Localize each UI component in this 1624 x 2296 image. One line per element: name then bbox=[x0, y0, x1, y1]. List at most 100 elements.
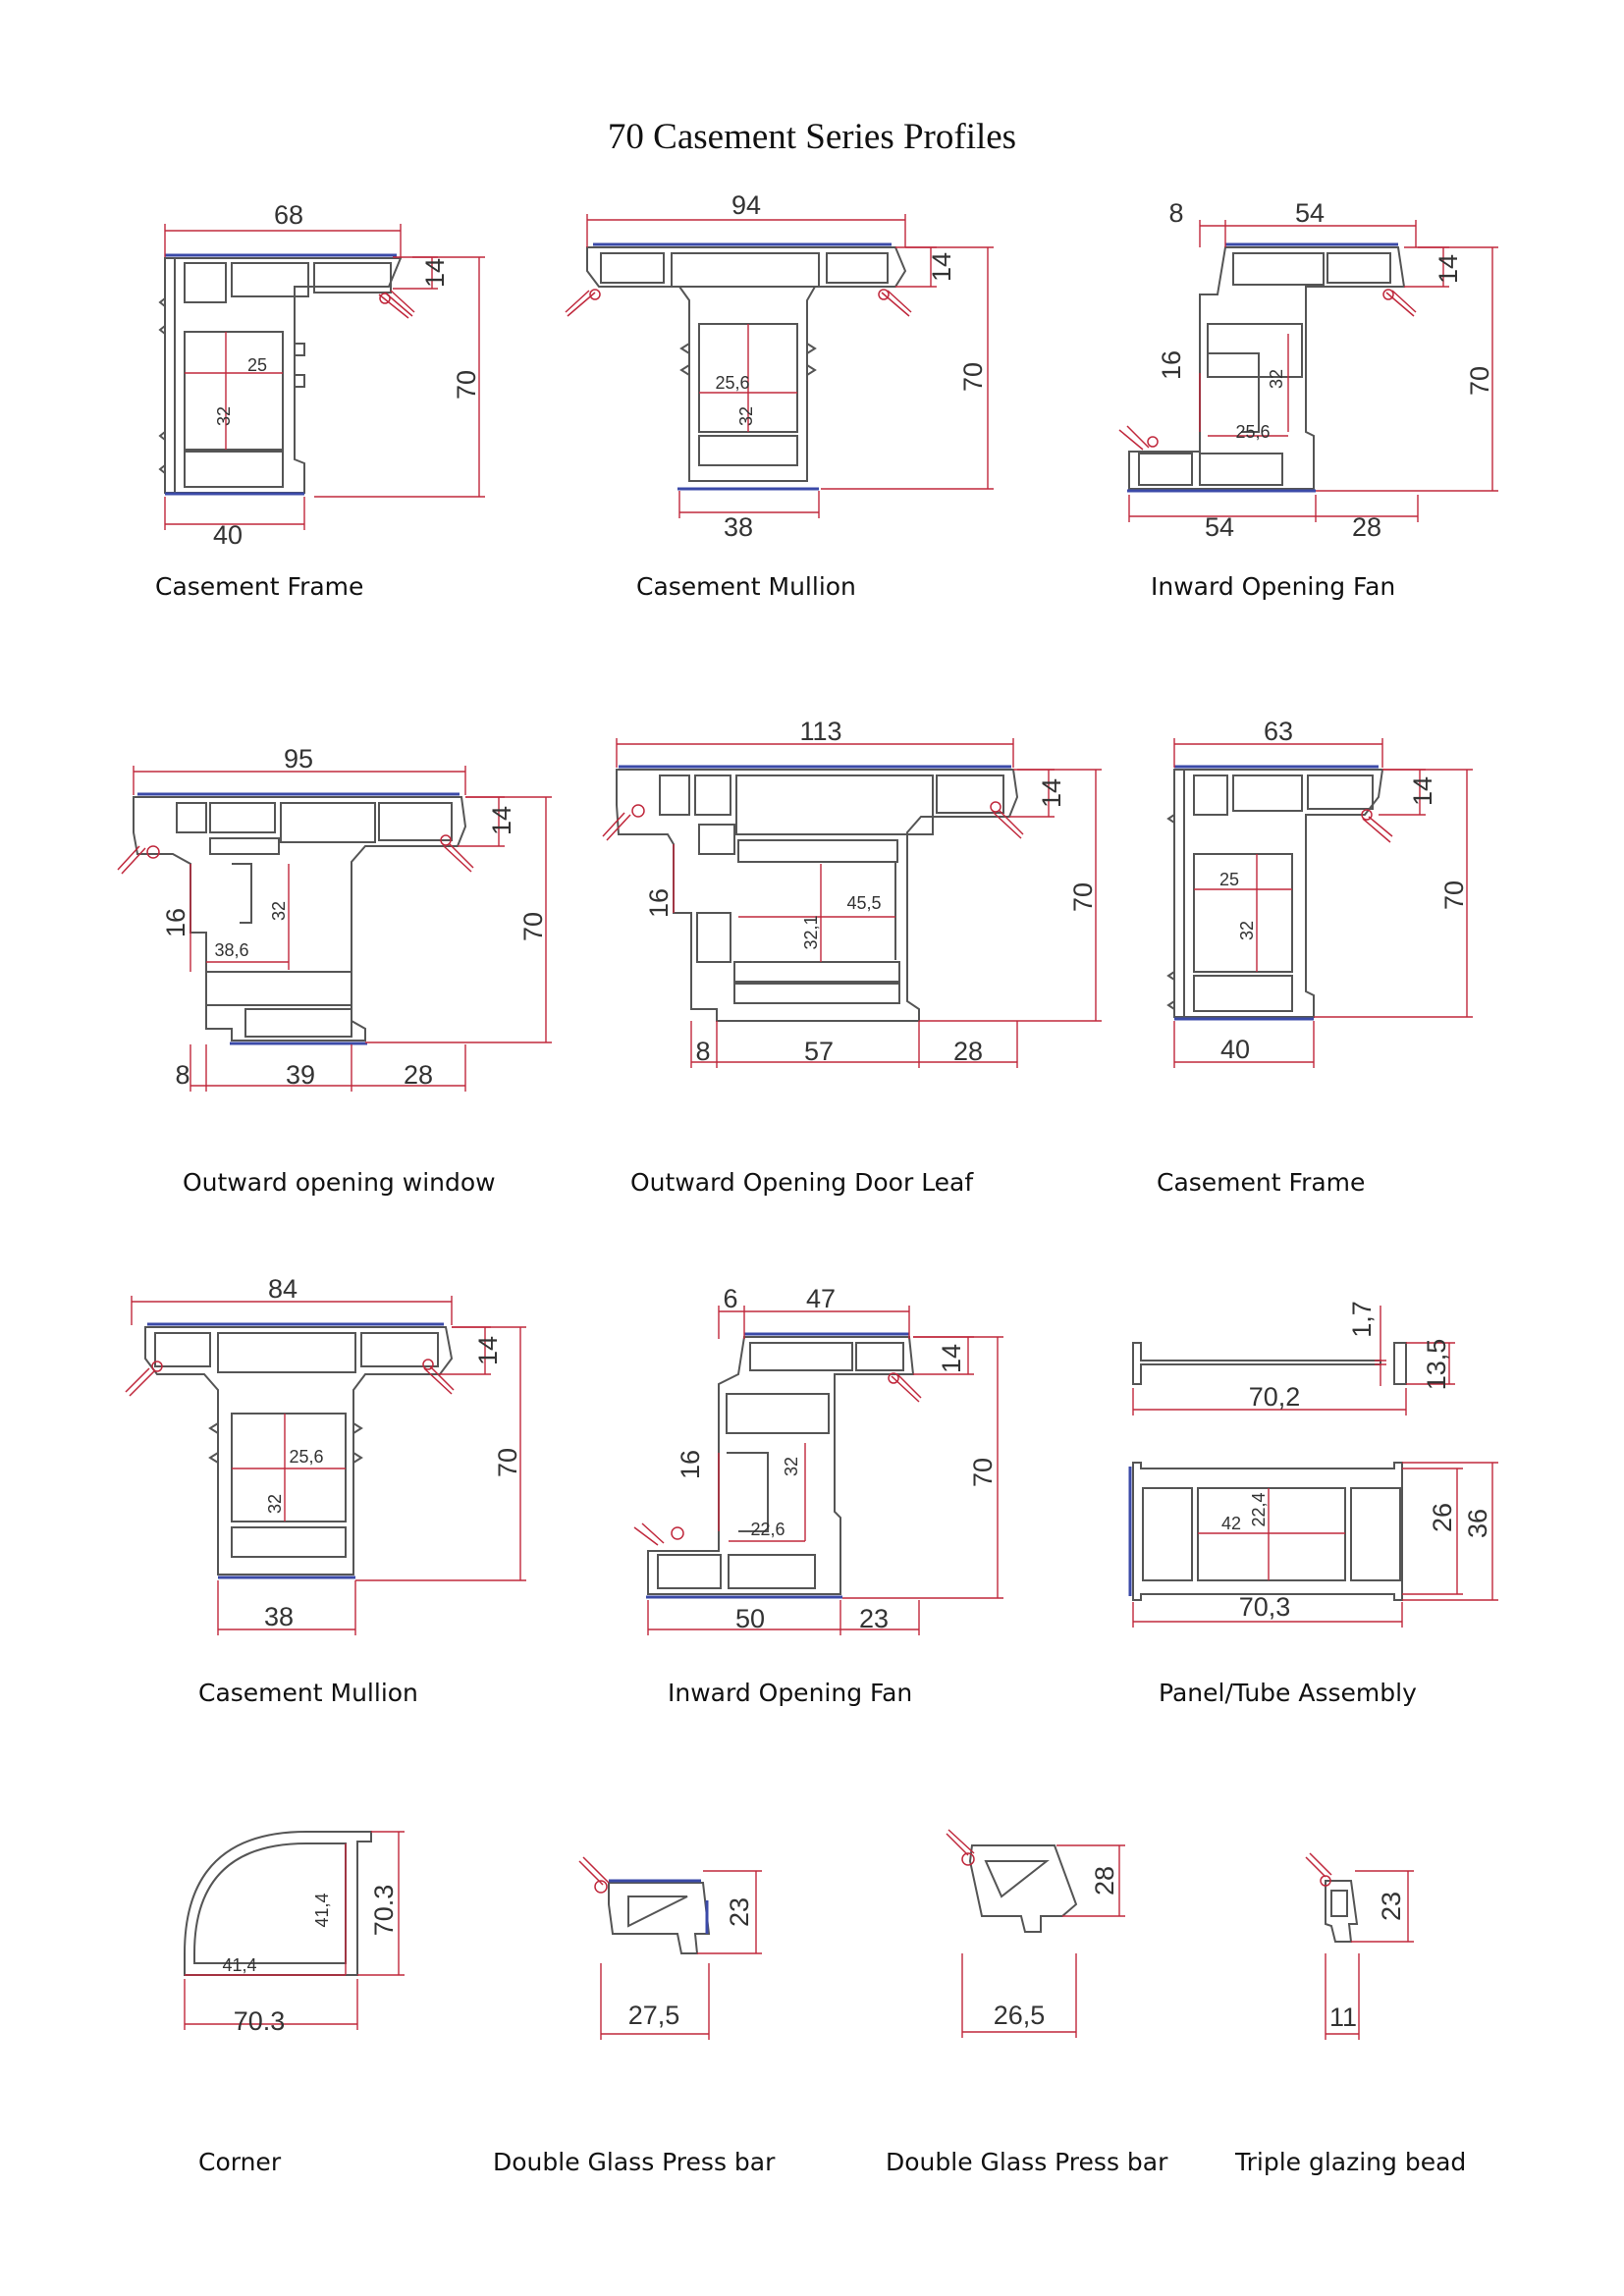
gasket-outward-opening-window bbox=[117, 834, 474, 875]
seal-press-bar-1 bbox=[609, 1879, 709, 1934]
gasket-casement-mullion-1 bbox=[565, 289, 912, 317]
dim-text: 14 bbox=[927, 252, 956, 282]
dim-text: 95 bbox=[284, 744, 313, 774]
dim-text: 40 bbox=[213, 520, 243, 550]
dim-text: 32 bbox=[265, 1494, 285, 1514]
dim-text: 54 bbox=[1295, 198, 1325, 228]
caption-double-glass-press-bar: Double Glass Press bar bbox=[886, 2148, 1168, 2176]
seal-casement-frame-2 bbox=[1174, 765, 1379, 1021]
dim-text: 32 bbox=[269, 901, 289, 921]
caption-double-glass-press-bar: Double Glass Press bar bbox=[493, 2148, 776, 2176]
dim-text: 36 bbox=[1463, 1509, 1492, 1538]
dim-text: 40 bbox=[1220, 1035, 1250, 1064]
dim-text: 84 bbox=[268, 1274, 298, 1304]
gasket-triple-glazing-bead bbox=[1305, 1852, 1332, 1887]
dim-text: 13,5 bbox=[1422, 1339, 1451, 1391]
dim-text: 94 bbox=[731, 190, 761, 220]
dim-text: 8 bbox=[695, 1037, 710, 1066]
dim-text: 41,4 bbox=[312, 1893, 332, 1927]
drawing-casement-mullion-2 bbox=[144, 1326, 454, 1575]
dim-text: 22,4 bbox=[1249, 1492, 1269, 1526]
dim-text: 14 bbox=[473, 1336, 503, 1365]
seal-casement-frame-1 bbox=[165, 253, 397, 496]
dim-text: 70 bbox=[493, 1448, 522, 1477]
dim-text: 16 bbox=[1157, 350, 1186, 380]
dim-text: 68 bbox=[274, 200, 303, 230]
dim-text: 14 bbox=[1408, 776, 1437, 806]
dim-text: 28 bbox=[404, 1060, 433, 1090]
gasket-casement-mullion-2 bbox=[125, 1359, 455, 1397]
dim-text: 70,3 bbox=[1239, 1592, 1291, 1622]
dim-text: 16 bbox=[161, 908, 190, 937]
dim-text: 26,5 bbox=[994, 2001, 1046, 2030]
dim-text: 32 bbox=[1237, 921, 1257, 940]
caption-triple-glazing-bead: Triple glazing bead bbox=[1235, 2148, 1467, 2176]
dim-text: 50 bbox=[735, 1604, 765, 1633]
dim-text: 16 bbox=[644, 888, 674, 918]
seal-casement-mullion-2 bbox=[147, 1322, 444, 1579]
gasket-inward-opening-fan-1 bbox=[1118, 289, 1417, 451]
drawing-casement-frame-1 bbox=[158, 257, 403, 494]
dim-text: 70 bbox=[958, 362, 988, 392]
dim-text: 27,5 bbox=[628, 2001, 680, 2030]
dim-text: 6 bbox=[723, 1284, 737, 1313]
dim-text: 32 bbox=[1267, 369, 1286, 389]
drawing-panel-strip bbox=[1132, 1342, 1407, 1385]
dim-text: 39 bbox=[286, 1060, 315, 1090]
dim-text: 38 bbox=[724, 512, 753, 542]
dim-text: 23 bbox=[859, 1604, 889, 1633]
drawing-press-bar-1 bbox=[608, 1882, 711, 1954]
dim-text: 70,2 bbox=[1249, 1382, 1301, 1412]
dim-text: 70 bbox=[452, 370, 481, 400]
dim-text: 25,6 bbox=[1235, 422, 1270, 442]
seal-inward-opening-fan-2 bbox=[646, 1332, 909, 1599]
dim-text: 14 bbox=[1434, 254, 1463, 284]
drawing-press-bar-2 bbox=[968, 1844, 1078, 1933]
dim-text: 16 bbox=[676, 1450, 705, 1479]
dim-text: 28 bbox=[1352, 512, 1381, 542]
gasket-press-bar-2 bbox=[946, 1829, 975, 1866]
dim-text: 28 bbox=[1090, 1866, 1119, 1896]
gasket-press-bar-1 bbox=[578, 1856, 610, 1894]
dim-text: 70 bbox=[518, 912, 548, 941]
dim-text: 25,6 bbox=[715, 373, 749, 393]
dim-text: 70 bbox=[1068, 882, 1098, 912]
dim-text: 14 bbox=[1037, 778, 1066, 808]
dim-text: 32 bbox=[736, 406, 756, 426]
gasket-casement-frame-1 bbox=[378, 290, 415, 319]
caption-casement-frame: Casement Frame bbox=[1157, 1168, 1366, 1197]
dim-text: 11 bbox=[1329, 2002, 1357, 2032]
drawing-outward-opening-door-leaf bbox=[616, 769, 1019, 1022]
seal-outward-opening-window bbox=[137, 792, 460, 1045]
dim-text: 25,6 bbox=[289, 1447, 323, 1467]
dim-text: 8 bbox=[175, 1060, 189, 1090]
dim-text: 28 bbox=[953, 1037, 983, 1066]
dim-text: 38 bbox=[264, 1602, 294, 1631]
dim-text: 57 bbox=[804, 1037, 834, 1066]
dim-text: 26 bbox=[1428, 1503, 1457, 1532]
dim-text: 38,6 bbox=[214, 940, 248, 960]
dim-text: 32 bbox=[214, 406, 234, 426]
dim-text: 45,5 bbox=[846, 893, 881, 913]
dim-text: 25 bbox=[247, 355, 267, 375]
caption-casement-frame: Casement Frame bbox=[155, 572, 364, 601]
caption-inward-opening-fan: Inward Opening Fan bbox=[1151, 572, 1396, 601]
caption-corner: Corner bbox=[198, 2148, 282, 2176]
dim-text: 23 bbox=[1377, 1892, 1406, 1921]
dim-text: 14 bbox=[487, 806, 516, 835]
dim-text: 8 bbox=[1168, 198, 1183, 228]
drawing-corner bbox=[184, 1831, 372, 1976]
drawing-tube-assembly bbox=[1132, 1462, 1403, 1601]
dim-text: 32 bbox=[782, 1457, 801, 1476]
dim-text: 23 bbox=[725, 1897, 754, 1927]
gasket-casement-frame-2 bbox=[1361, 809, 1393, 843]
seal-casement-mullion-1 bbox=[593, 242, 892, 491]
caption-inward-opening-fan: Inward Opening Fan bbox=[668, 1679, 913, 1707]
dim-text: 1,7 bbox=[1347, 1301, 1377, 1338]
caption-casement-mullion: Casement Mullion bbox=[198, 1679, 418, 1707]
drawing-inward-opening-fan-2 bbox=[647, 1336, 915, 1595]
dim-text: 70 bbox=[968, 1458, 998, 1487]
caption-panel-tube-assembly: Panel/Tube Assembly bbox=[1159, 1679, 1417, 1707]
page-title: 70 Casement Series Profiles bbox=[607, 117, 1017, 157]
